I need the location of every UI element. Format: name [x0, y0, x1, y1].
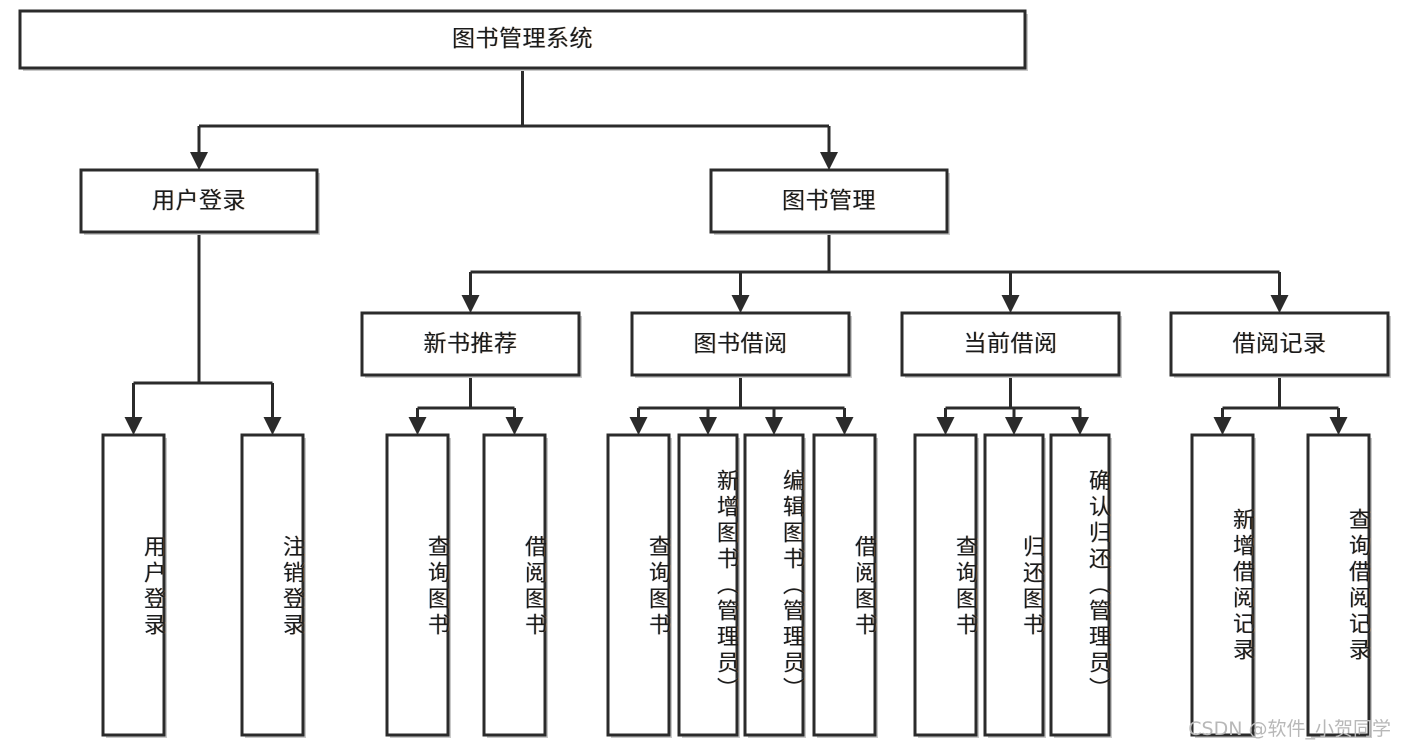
node-box-leaf-query-book-current[interactable]	[913, 433, 978, 737]
connector-group-new-book-recommend	[408, 375, 524, 435]
node-box-current-borrow[interactable]	[900, 311, 1121, 377]
arrow-head	[765, 417, 783, 435]
node-box-leaf-query-book-recommend[interactable]	[385, 433, 450, 737]
arrow-head	[629, 417, 648, 435]
node-box-user-login[interactable]	[79, 168, 319, 234]
arrow-head	[190, 152, 208, 170]
arrow-head	[263, 417, 282, 435]
arrow-head	[1213, 417, 1232, 435]
arrow-head	[699, 417, 717, 435]
arrow-head	[461, 295, 480, 313]
arrow-head	[835, 417, 854, 435]
connector-group-borrow-record	[1213, 375, 1348, 435]
arrow-head	[408, 417, 427, 435]
arrow-head	[1005, 417, 1023, 435]
connectors-layer	[124, 68, 1348, 435]
arrow-head	[1001, 295, 1020, 313]
arrow-head	[1329, 417, 1348, 435]
node-box-leaf-query-book-borrow[interactable]	[606, 433, 671, 737]
node-box-book-borrow[interactable]	[630, 311, 851, 377]
arrow-head	[731, 295, 750, 313]
connector-group-user-login	[124, 232, 282, 435]
arrow-head	[1071, 417, 1089, 435]
node-box-leaf-confirm-return-admin[interactable]	[1049, 433, 1111, 737]
node-box-leaf-add-book-admin[interactable]	[677, 433, 739, 737]
node-box-leaf-edit-book-admin[interactable]	[743, 433, 805, 737]
arrow-head	[505, 417, 524, 435]
node-box-borrow-record[interactable]	[1169, 311, 1390, 377]
node-box-root[interactable]	[18, 9, 1027, 70]
node-box-book-management[interactable]	[709, 168, 949, 234]
node-box-leaf-user-logout[interactable]	[240, 433, 305, 737]
node-box-leaf-user-login[interactable]	[101, 433, 166, 737]
node-box-leaf-return-book[interactable]	[983, 433, 1045, 737]
arrow-head	[820, 152, 838, 170]
connector-group-book-borrow	[629, 375, 854, 435]
arrow-head	[936, 417, 955, 435]
node-box-leaf-borrow-book[interactable]	[812, 433, 877, 737]
arrow-head	[124, 417, 143, 435]
node-box-leaf-borrow-book-recommend[interactable]	[482, 433, 547, 737]
boxes-layer	[18, 9, 1391, 738]
node-box-new-book-recommend[interactable]	[360, 311, 581, 377]
node-box-leaf-add-borrow-record[interactable]	[1190, 433, 1255, 737]
connector-group-root	[190, 68, 838, 170]
connector-group-current-borrow	[936, 375, 1089, 435]
arrow-head	[1270, 295, 1289, 313]
node-box-leaf-query-borrow-record[interactable]	[1306, 433, 1371, 737]
connector-group-book-management	[461, 232, 1289, 313]
